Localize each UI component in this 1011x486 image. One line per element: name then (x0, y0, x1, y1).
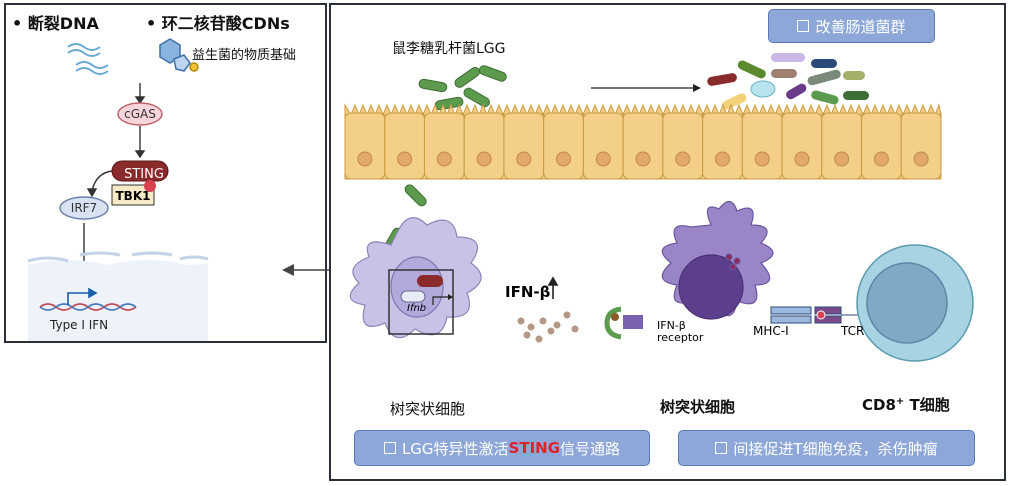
epithelial-nucleus (873, 151, 889, 167)
epithelial-cell (423, 112, 465, 180)
irf7-node (59, 196, 109, 220)
ifn-beta-label: IFN-β (505, 283, 551, 301)
dna-fragment-icon (67, 43, 109, 75)
epithelial-cell (582, 112, 624, 180)
sting-label: STING (124, 167, 164, 182)
mechanism-graphics: IFN-β Ifnb IFN-β receptor MHC-I TCR (344, 53, 974, 362)
gene-dna-icon (39, 303, 137, 311)
epithelial-cell (702, 112, 743, 180)
cd8-t-cell-label: CD8+ T细胞 (862, 394, 950, 415)
type1-ifn-label: Type I IFN (49, 318, 108, 332)
epithelial-nucleus (556, 151, 572, 167)
epithelial-cell (781, 112, 823, 180)
epithelial-nucleus (794, 151, 810, 167)
epithelial-nucleus (397, 151, 413, 167)
epithelial-cell (662, 112, 704, 180)
cgas-node (117, 102, 163, 126)
sting-activation-post: 信号通路 (560, 439, 621, 458)
sting-node (111, 160, 169, 182)
ifn-beta-receptor-icon (604, 306, 643, 340)
probiotic-note: 益生菌的物质基础 (192, 48, 297, 63)
nucleus-membrane (28, 260, 208, 341)
ifn-beta-particles-icon (517, 311, 579, 343)
checkbox-icon (797, 20, 810, 32)
gut-flora-icon (707, 53, 869, 110)
dendritic-cell-center (661, 200, 774, 320)
focus-box (388, 269, 454, 335)
t-cell-immunity-text: 间接促进T细胞免疫，杀伤肿瘤 (733, 439, 938, 458)
epithelial-cell (861, 112, 902, 180)
header-cdns: • 环二核苷酸CDNs (146, 14, 290, 33)
irf7-label: IRF7 (71, 201, 97, 215)
phospho-dot-icon (144, 180, 156, 192)
vesicle-icon (400, 290, 426, 303)
epithelial-nucleus (714, 151, 730, 167)
epithelial-nucleus (754, 151, 770, 167)
epithelial-cell (384, 112, 425, 180)
improve-flora-text: 改善肠道菌群 (815, 17, 906, 36)
checkbox-icon (383, 442, 396, 454)
cd8-main: CD8 (862, 396, 896, 414)
improve-flora-pill: 改善肠道菌群 (768, 9, 935, 43)
epithelial-cell (344, 112, 386, 180)
cd8-t-cell (856, 244, 974, 362)
tbk1-node (111, 184, 155, 206)
mhc-tcr-complex-icon (770, 306, 861, 324)
ifnb-gene-label: Ifnb (407, 303, 426, 314)
epithelial-cell (543, 112, 584, 180)
cdn-molecule-icon (159, 38, 199, 72)
epithelial-nucleus (595, 151, 611, 167)
dc-left-label: 树突状细胞 (390, 400, 466, 418)
mhc-label: MHC-I (753, 324, 789, 338)
epithelial-nucleus (635, 151, 651, 167)
epithelial-cell (622, 112, 664, 180)
sting-receptor-icon (417, 275, 443, 287)
epithelial-nucleus (913, 151, 929, 167)
header-broken-dna: • 断裂DNA (12, 14, 99, 33)
epithelial-cell (821, 112, 863, 180)
receptor-label-line2: receptor (657, 331, 704, 344)
dendritic-cell-left (349, 217, 482, 339)
receptor-label-line1: IFN-β (657, 319, 686, 332)
pathway-graphics: STING TBK1 cGAS IRF7 Type I IFN (27, 38, 209, 341)
epithelial-cell (503, 112, 545, 180)
lgg-label: 鼠李糖乳杆菌LGG (392, 41, 506, 57)
epithelial-nucleus (476, 151, 492, 167)
t-cell-immunity-pill: 间接促进T细胞免疫，杀伤肿瘤 (678, 430, 975, 466)
sting-activation-pre: LGG特异性激活 (401, 439, 509, 458)
epithelial-nucleus (834, 151, 850, 167)
transcription-start-arrow-icon (67, 287, 98, 305)
tcr-label: TCR (840, 324, 864, 338)
intestinal-epithelium (344, 103, 942, 180)
checkbox-icon (715, 442, 728, 454)
cgas-label: cGAS (124, 107, 156, 121)
cd8-sup: + (895, 396, 905, 407)
epithelial-cell (900, 112, 942, 180)
epithelial-nucleus (516, 151, 532, 167)
dc-center-label: 树突状细胞 (660, 398, 736, 416)
epithelial-nucleus (357, 151, 373, 167)
tbk1-label: TBK1 (116, 189, 151, 203)
cd8-tail: T细胞 (904, 396, 950, 414)
epithelial-nucleus (436, 151, 452, 167)
epithelial-cell (741, 112, 783, 180)
sting-activation-highlight: STING (508, 439, 561, 457)
epithelial-nucleus (675, 151, 691, 167)
epithelial-cell (463, 112, 505, 180)
